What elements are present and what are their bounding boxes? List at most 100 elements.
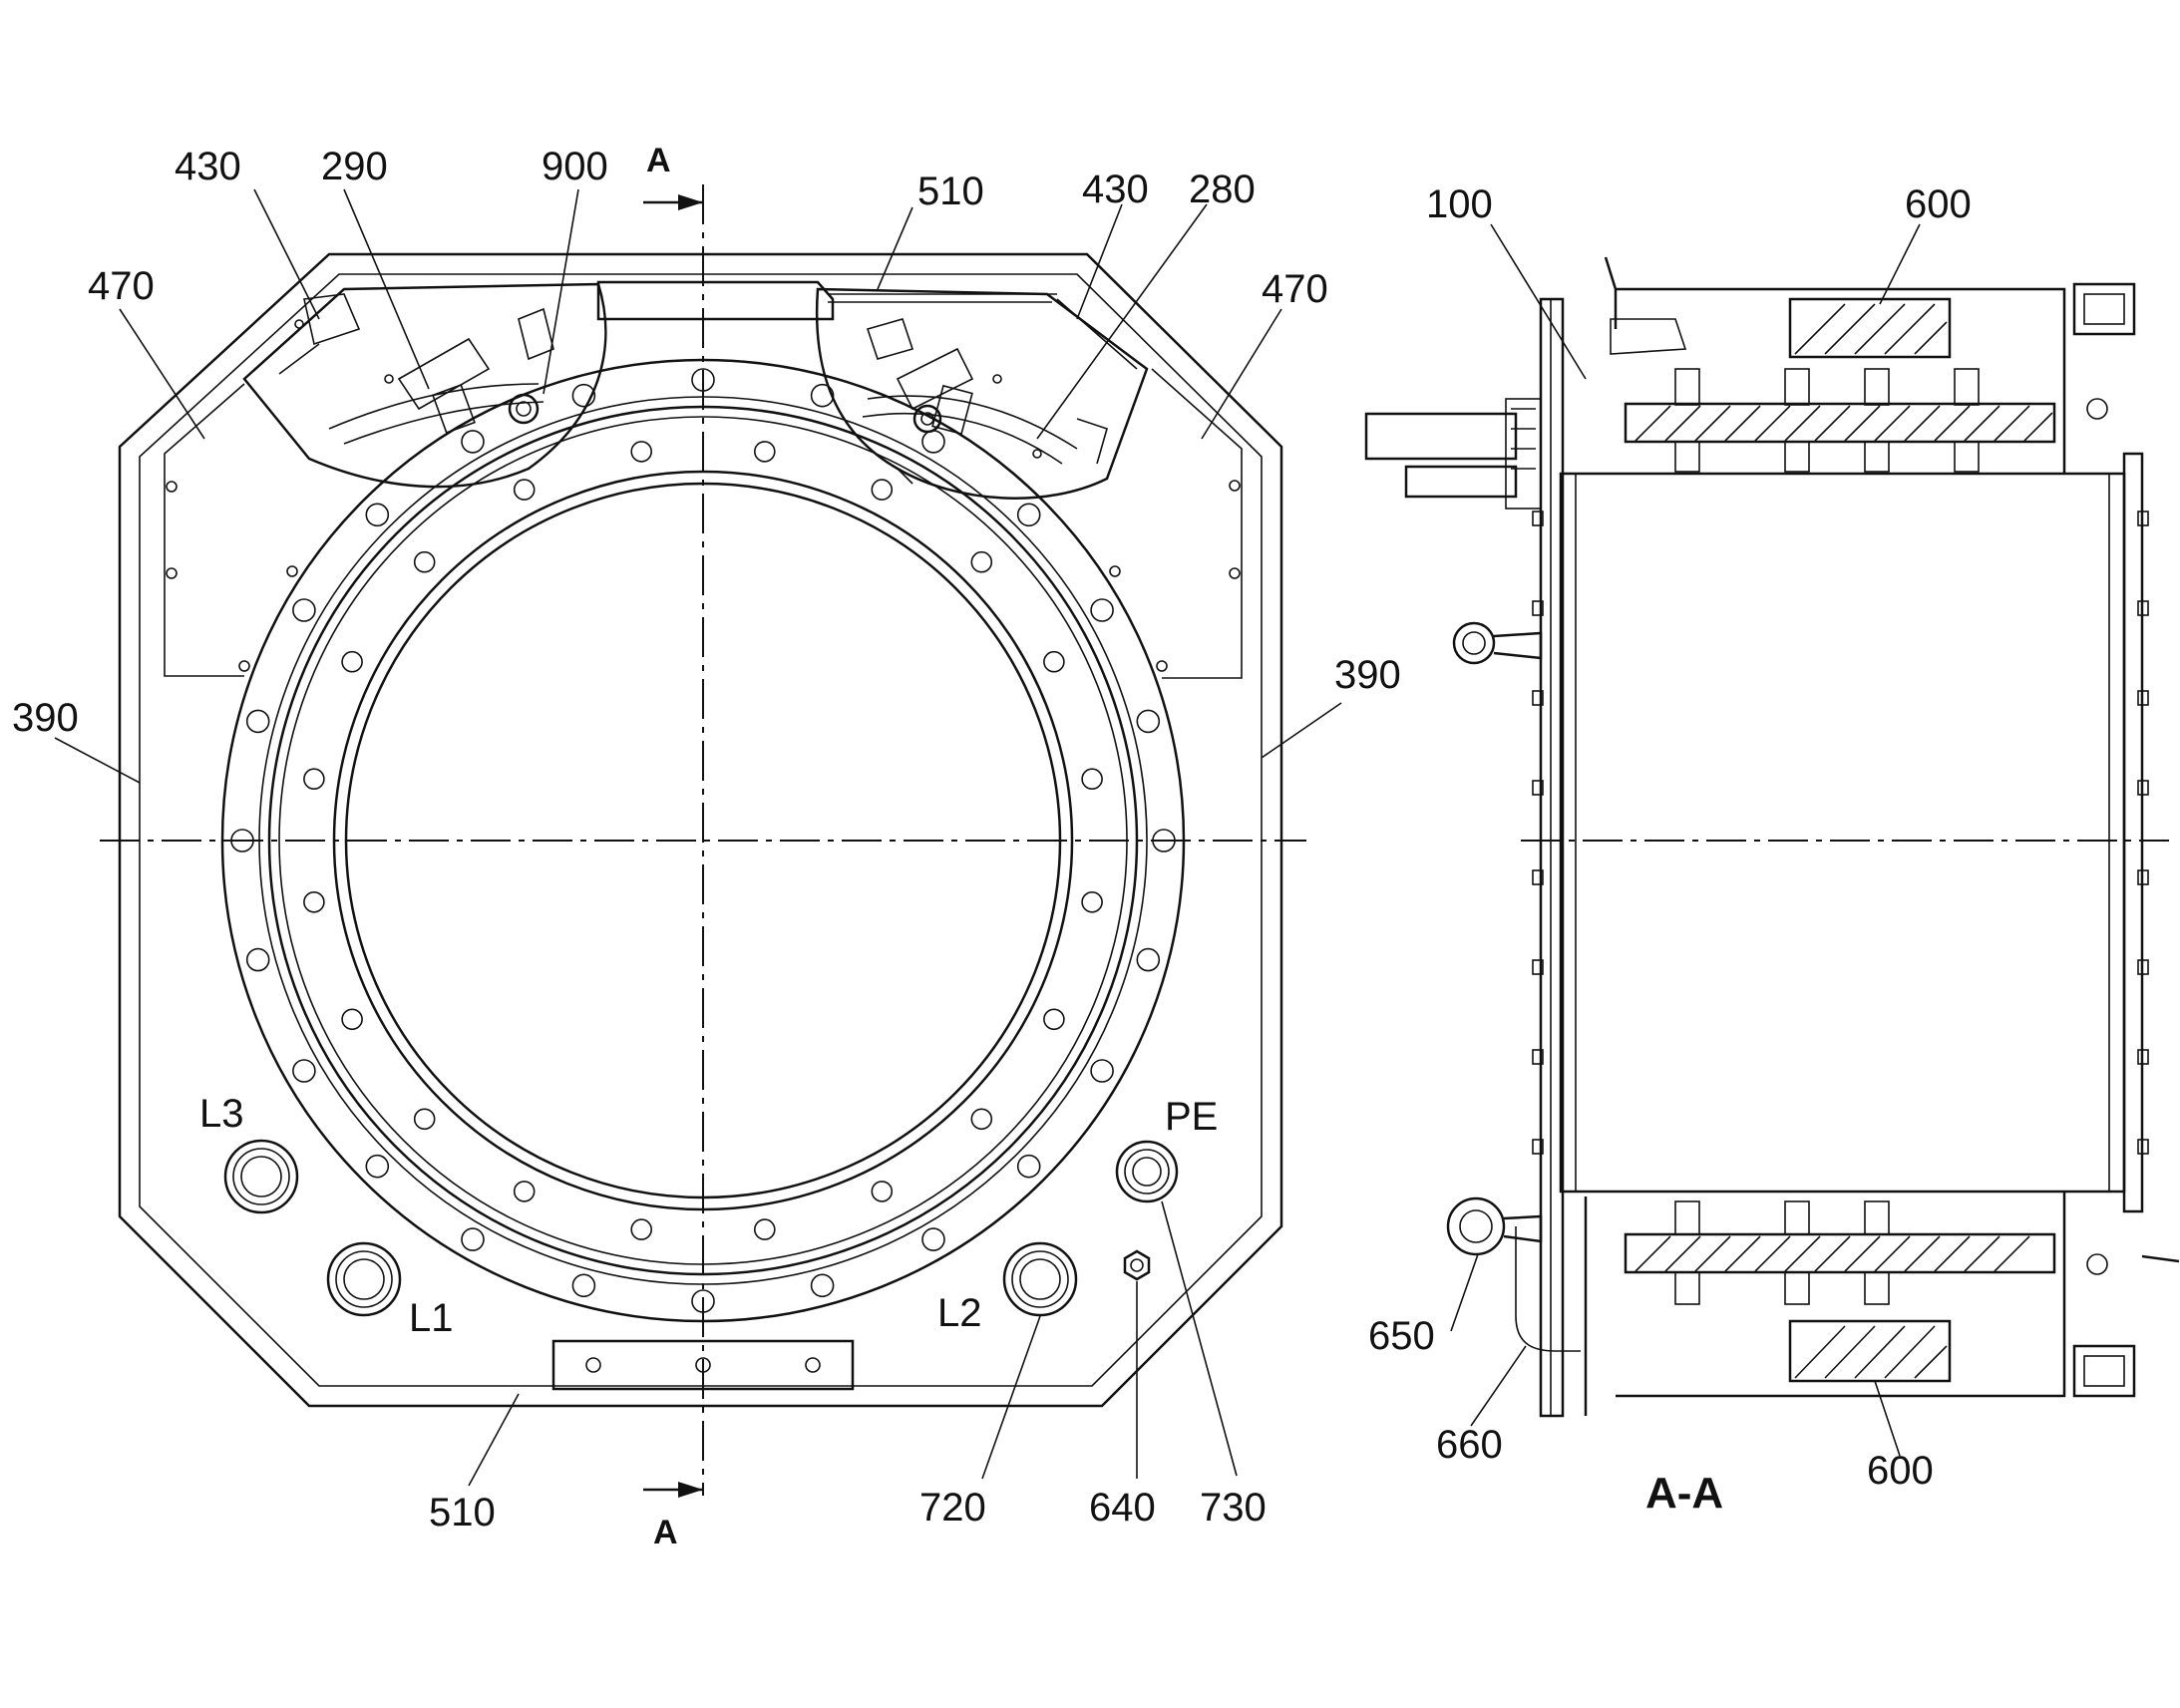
gland-L3 — [223, 1139, 299, 1214]
label-640: 640 — [1089, 1486, 1156, 1530]
side-bolt — [2137, 869, 2149, 885]
section-side-bolts — [1532, 511, 2149, 1155]
flange-bolt — [303, 890, 325, 913]
bolt-circle-inner — [303, 441, 1103, 1240]
flange-bolt — [513, 1181, 536, 1202]
label-600-bottom: 600 — [1867, 1449, 1934, 1493]
side-bolt — [2137, 780, 2149, 796]
section-cylinder — [1559, 472, 2126, 1194]
top-bracket — [596, 280, 835, 321]
label-390-right: 390 — [1334, 653, 1401, 697]
flange-bolt — [921, 1227, 945, 1251]
leader-lines-front — [54, 188, 1342, 1487]
flange-bolt — [571, 383, 596, 408]
cutaway-left — [242, 282, 607, 489]
section-right-brackets — [2072, 282, 2180, 1398]
detail-right-mechanism — [862, 298, 1138, 485]
section-view: 100 600 650 660 600 A-A — [1364, 182, 2180, 1518]
section-left-plate — [1539, 297, 1565, 1418]
lifting-eye-lower — [1446, 1196, 1543, 1256]
flange-bolt — [413, 550, 436, 573]
flange-bolt — [1136, 709, 1161, 734]
label-290: 290 — [321, 145, 388, 188]
flange-bolt — [513, 479, 536, 501]
flange-bolt — [365, 503, 390, 527]
flange-bolt — [970, 550, 993, 573]
label-L1: L1 — [409, 1296, 454, 1340]
label-600-top: 600 — [1905, 182, 1972, 226]
flange-bolt — [461, 1227, 485, 1251]
label-510-bottom: 510 — [429, 1491, 496, 1535]
label-650: 650 — [1368, 1314, 1435, 1358]
section-arrow-top — [643, 194, 703, 210]
flange-bolt — [871, 1181, 894, 1202]
label-470-left: 470 — [88, 264, 155, 308]
gland-L2 — [1002, 1241, 1078, 1317]
hatch-600-bottom — [1794, 1325, 1948, 1379]
section-title: A-A — [1645, 1469, 1723, 1518]
label-900: 900 — [542, 145, 608, 188]
flange-bolt — [753, 441, 776, 463]
side-bolt — [2137, 690, 2149, 706]
flange-bolt — [1016, 503, 1041, 527]
housing-outer — [118, 252, 1283, 1408]
panel-left — [164, 383, 245, 677]
label-720: 720 — [919, 1486, 986, 1530]
label-PE: PE — [1165, 1095, 1218, 1139]
cutaway-right — [815, 287, 1149, 500]
flange-bolt — [871, 479, 894, 501]
flange-bolt — [292, 598, 316, 622]
side-bolt — [1532, 600, 1544, 616]
flange-bolt — [245, 947, 270, 972]
side-bolt — [1532, 869, 1544, 885]
label-510-top: 510 — [917, 170, 984, 213]
lifting-eye-upper — [1452, 621, 1543, 665]
flange-bolt — [1136, 947, 1161, 972]
flange-bolt — [630, 441, 653, 463]
label-L2: L2 — [937, 1291, 982, 1335]
side-bolt — [1532, 690, 1544, 706]
section-arrow-bottom — [643, 1482, 703, 1498]
flange-bolt — [341, 1008, 363, 1031]
flange-bolt — [630, 1218, 653, 1240]
side-bolt — [1532, 511, 1544, 526]
bolt-circle-outer — [230, 368, 1176, 1313]
label-730: 730 — [1200, 1486, 1267, 1530]
gland-PE — [1115, 1140, 1179, 1203]
housing-inner — [139, 273, 1263, 1387]
flange-bolt — [921, 430, 945, 454]
hatch-600-top — [1794, 303, 1948, 355]
flange-bolt — [245, 709, 270, 734]
flange-bolt — [1090, 1059, 1114, 1083]
section-glands — [1364, 398, 1542, 510]
flange-bolt — [1043, 1008, 1065, 1031]
gland-L1 — [326, 1241, 402, 1317]
flange-bolt — [303, 768, 325, 791]
flange-bolt — [292, 1059, 316, 1083]
panel-screws — [166, 480, 1241, 672]
side-bolt — [1532, 1049, 1544, 1065]
side-bolt — [2137, 600, 2149, 616]
label-L3: L3 — [199, 1092, 244, 1136]
side-bolt — [2137, 959, 2149, 975]
flange-bolt — [413, 1108, 436, 1131]
leader-lines-section — [1450, 223, 1921, 1457]
label-660: 660 — [1436, 1423, 1503, 1467]
flange-bolt — [461, 430, 485, 454]
flange-bolt — [365, 1154, 390, 1179]
flange-bolt — [341, 650, 363, 673]
front-view: 430 290 900 A 510 430 280 470 470 390 39… — [12, 142, 1401, 1551]
flange-bolt — [970, 1108, 993, 1131]
nut-640 — [1123, 1249, 1151, 1281]
section-bottom-housing — [1584, 1192, 2066, 1416]
side-bolt — [2137, 1139, 2149, 1155]
section-top-housing — [1604, 256, 2066, 474]
label-390-left: 390 — [12, 696, 79, 740]
side-bolt — [1532, 959, 1544, 975]
label-430-left: 430 — [175, 145, 241, 188]
label-100: 100 — [1426, 182, 1493, 226]
label-470-right: 470 — [1262, 267, 1328, 311]
flange-bolt — [1081, 890, 1103, 913]
side-bolt — [1532, 780, 1544, 796]
